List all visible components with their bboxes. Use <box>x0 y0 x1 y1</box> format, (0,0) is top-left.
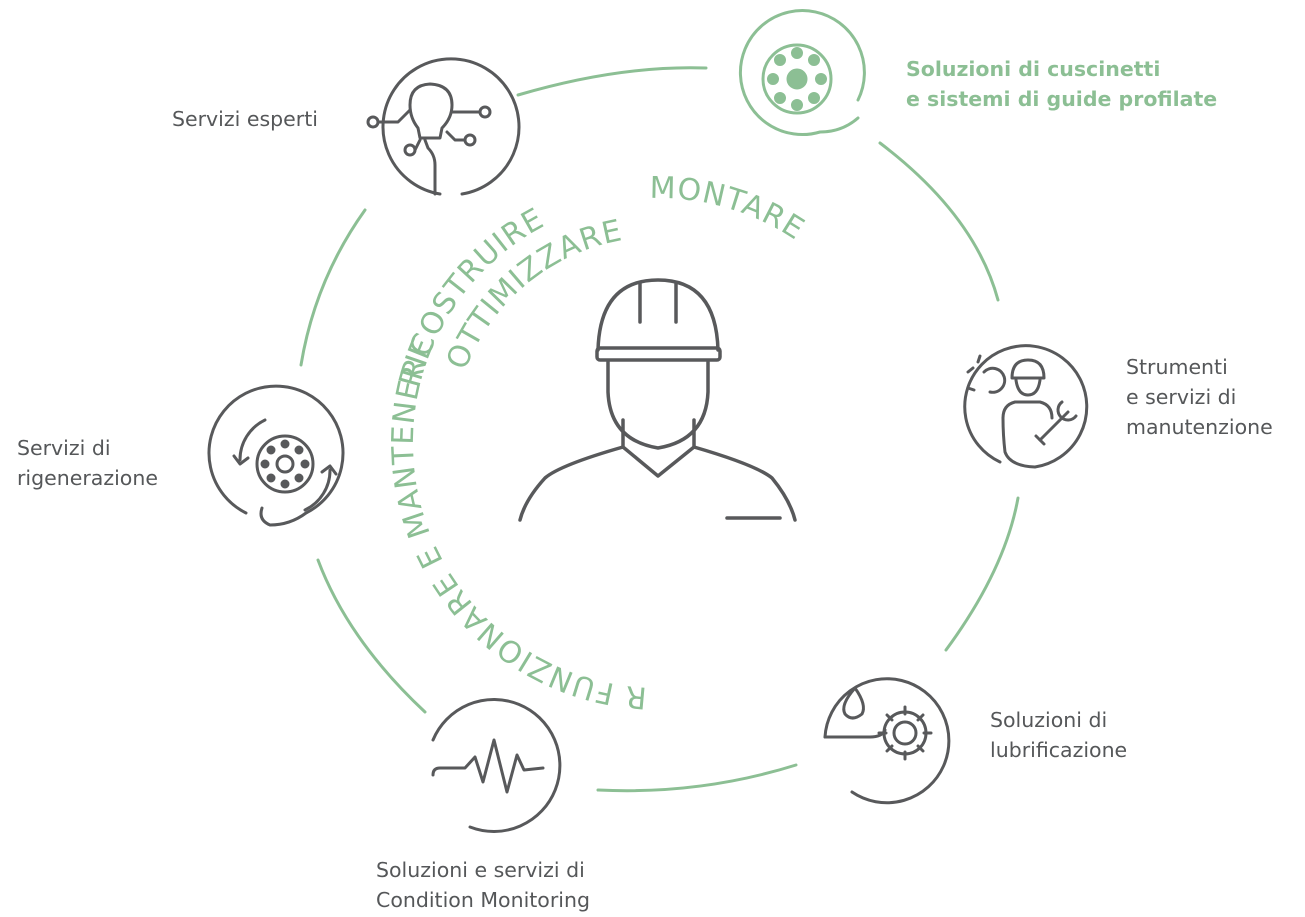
vibration-wave-icon <box>431 698 562 833</box>
label-bearing-solutions: Soluzioni di cuscinetti e sistemi di gui… <box>906 54 1217 114</box>
label-maintenance: Strumenti e servizi di manutenzione <box>1126 352 1273 442</box>
phase-label-mount: MONTARE <box>649 171 810 248</box>
label-regeneration-line2: rigenerazione <box>17 466 158 490</box>
label-maintenance-line1: Strumenti <box>1126 355 1228 379</box>
ring-segment-bottom-left <box>316 558 427 714</box>
label-bearing-line2: e sistemi di guide profilate <box>906 87 1218 111</box>
label-condition-line2: Condition Monitoring <box>376 888 590 912</box>
ring-segment-right <box>944 496 1020 652</box>
label-expert-line1: Servizi esperti <box>172 107 318 131</box>
label-condition-line1: Soluzioni e servizi di <box>376 858 585 882</box>
worker-hardhat-icon <box>518 278 797 522</box>
label-regeneration-line1: Servizi di <box>17 436 111 460</box>
label-regeneration: Servizi di rigenerazione <box>17 433 158 493</box>
bearing-icon <box>738 9 866 137</box>
cycle-ring <box>299 66 1020 793</box>
label-maintenance-line2: e servizi di <box>1126 385 1237 409</box>
ring-segment-left <box>299 208 367 367</box>
label-expert-services: Servizi esperti <box>172 104 318 134</box>
label-maintenance-line3: manutenzione <box>1126 415 1273 439</box>
label-lubrication-line1: Soluzioni di <box>990 708 1108 732</box>
ring-segment-top-right <box>878 141 1000 302</box>
ring-segment-top <box>516 66 708 97</box>
label-condition-monitoring: Soluzioni e servizi di Condition Monitor… <box>376 855 590 915</box>
label-bearing-line1: Soluzioni di cuscinetti <box>906 57 1161 81</box>
ring-segment-bottom-right <box>596 763 798 793</box>
lightbulb-circuit-icon <box>366 57 521 196</box>
label-lubrication: Soluzioni di lubrificazione <box>990 705 1127 765</box>
phase-label-operate: FAR FUNZIONARE E MANTENERE <box>0 0 648 715</box>
refurbish-bearing-icon <box>207 384 345 527</box>
technician-tools-icon <box>963 344 1089 469</box>
oil-drop-gear-icon <box>823 677 951 805</box>
label-lubrication-line2: lubrificazione <box>990 738 1128 762</box>
